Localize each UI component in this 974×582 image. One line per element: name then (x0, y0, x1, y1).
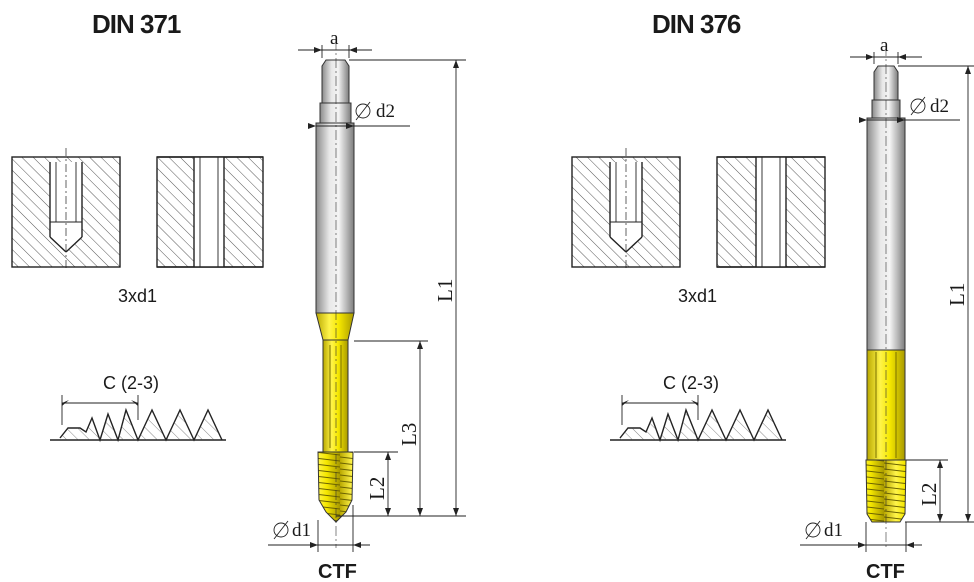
din-371-panel: DIN 371 3xd1 C (2-3) (11, 9, 466, 582)
din-376-title: DIN 376 (652, 9, 741, 39)
hole-depth-label-376: 3xd1 (678, 286, 717, 306)
chamfer-label-376: C (2-3) (663, 373, 719, 393)
chamfer-thread-profile (50, 395, 226, 443)
tap-tool-din-371 (315, 40, 355, 548)
dim-d2-label: d2 (376, 101, 395, 122)
din-376-footer: CTF (866, 561, 905, 582)
hole-depth-label: 3xd1 (118, 286, 157, 306)
through-hole-section (156, 156, 264, 268)
dim-d1-label: d1 (292, 520, 311, 541)
blind-hole-section (11, 148, 121, 268)
dim-a: a (298, 28, 372, 58)
dim-L1-376: L1 (898, 65, 974, 523)
dim-L2-376: L2 (906, 459, 948, 522)
dim-L1: L1 (336, 59, 466, 517)
blind-hole-section-376 (571, 148, 681, 268)
din-371-title: DIN 371 (92, 9, 181, 39)
dim-L2-label: L2 (365, 477, 389, 500)
dim-L2: L2 (354, 451, 398, 516)
dim-d1: d1 (268, 505, 370, 552)
dim-L3-label: L3 (397, 423, 421, 446)
dim-d1-376: d1 (800, 520, 922, 552)
chamfer-thread-profile-376 (610, 395, 786, 443)
din-376-panel: DIN 376 3xd1 C (2-3) (571, 9, 974, 582)
din-371-footer: CTF (318, 561, 357, 582)
dim-L3: L3 (354, 340, 428, 516)
tap-tool-din-376 (865, 46, 907, 548)
dim-a-376: a (850, 35, 922, 64)
dim-L1-label: L1 (433, 279, 457, 302)
dim-L2-label-376: L2 (917, 483, 941, 506)
through-hole-section-376 (716, 156, 826, 268)
dim-d2-376: d2 (859, 96, 960, 123)
dim-a-label: a (330, 28, 339, 49)
dim-d2: d2 (308, 101, 410, 129)
chamfer-label: C (2-3) (103, 373, 159, 393)
dim-d2-label-376: d2 (930, 96, 949, 117)
dim-a-label-376: a (880, 35, 889, 56)
dim-d1-label-376: d1 (824, 520, 843, 541)
dim-L1-label-376: L1 (945, 283, 969, 306)
